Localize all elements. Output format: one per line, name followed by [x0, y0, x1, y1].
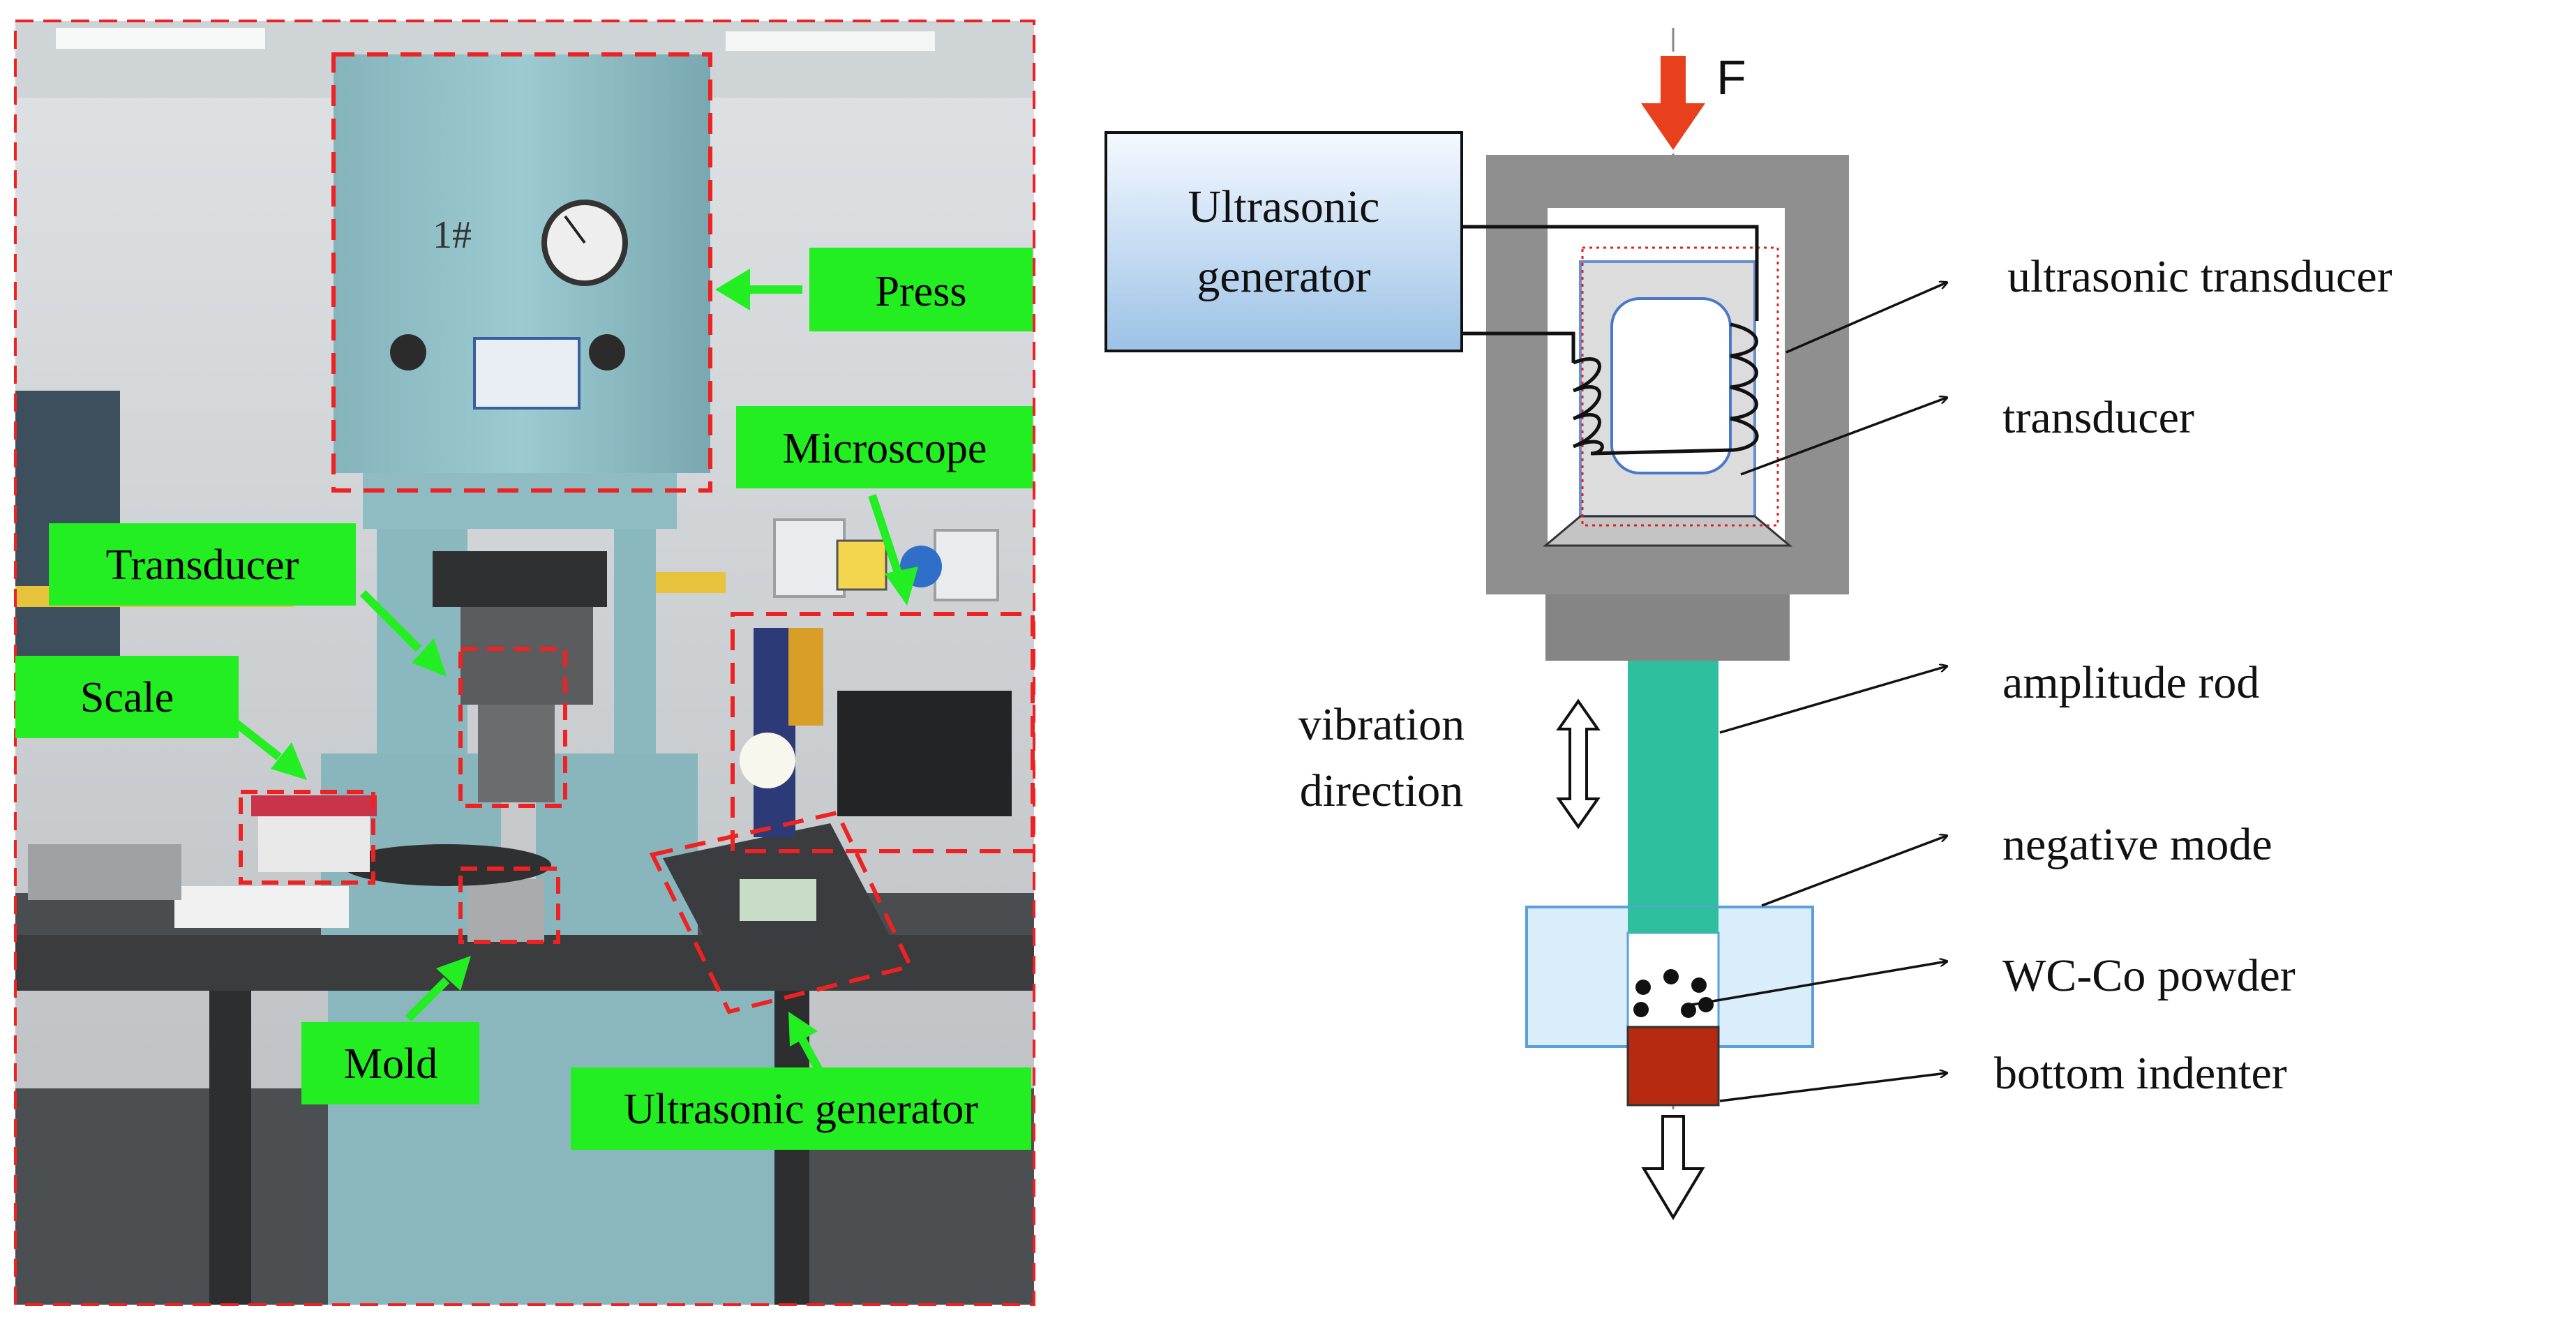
- transducer-label-text: Transducer: [106, 541, 299, 589]
- leader-negative-mode: [1761, 836, 1947, 907]
- output-arrow: [1641, 1115, 1705, 1220]
- press-label-text: Press: [876, 268, 967, 315]
- press-ram-plate: [433, 551, 607, 607]
- force-arrow-shaft: [1661, 56, 1686, 105]
- callout-bottom-indenter: bottom indenter: [1994, 1048, 2287, 1099]
- warning-sign: [836, 539, 888, 591]
- press-dashed-box: [331, 52, 712, 493]
- scale-arrowhead: [271, 742, 307, 780]
- ultrasonic-generator-label: Ultrasonic generator: [571, 1067, 1031, 1150]
- ultrasonic-generator-label-text: Ultrasonic generator: [624, 1086, 978, 1133]
- booster-block: [1545, 594, 1790, 661]
- coil-bottom-wire: [1590, 448, 1735, 456]
- bottom-indenter: [1626, 1026, 1720, 1107]
- coil-left: [1573, 357, 1604, 456]
- steel-tray: [28, 844, 181, 900]
- transducer-body: [478, 705, 555, 802]
- mold-arrowhead: [436, 956, 471, 991]
- leader-amplitude-rod: [1719, 666, 1947, 734]
- wall-window-2: [934, 529, 999, 601]
- vibration-label-line1: vibration: [1298, 699, 1465, 750]
- leader-ultrasonic-transducer: [1785, 283, 1947, 354]
- leader-powder: [1691, 961, 1947, 1006]
- scale-label: Scale: [15, 656, 239, 738]
- press-knob-2: [589, 334, 625, 370]
- ceiling-light: [56, 28, 265, 49]
- generator-dashed-box: [649, 810, 914, 1014]
- scale-device: [258, 809, 370, 872]
- yellow-rail-2: [649, 572, 726, 593]
- mold-label-text: Mold: [344, 1040, 437, 1088]
- force-label: F: [1716, 50, 1746, 105]
- force-arrowhead: [1641, 103, 1705, 150]
- amplitude-rod: [1628, 661, 1718, 933]
- amplitude-rod-tip: [1628, 907, 1718, 933]
- leader-bottom-indenter: [1719, 1073, 1947, 1102]
- press-marking: 1#: [433, 213, 472, 257]
- callout-transducer: transducer: [2002, 392, 2194, 443]
- mold-dashed-box: [458, 867, 560, 944]
- ultrasonic-generator-box: [1104, 131, 1463, 352]
- monitor: [837, 691, 1012, 816]
- coil-right: [1730, 322, 1759, 452]
- generator-wire-top: [1448, 225, 1759, 321]
- mold-arrow: [405, 977, 450, 1022]
- press-arrowhead: [715, 269, 750, 310]
- callout-lines: [1691, 283, 1947, 1102]
- press-body: [334, 54, 710, 473]
- workbench-leg: [209, 991, 251, 1305]
- microscope-dashed-box: [731, 612, 1035, 853]
- wall-window: [773, 518, 846, 598]
- callout-powder: WC-Co powder: [2002, 950, 2296, 1001]
- transducer-label: Transducer: [49, 523, 356, 606]
- microscope-head: [788, 628, 823, 726]
- green-arrows: [227, 269, 918, 1080]
- gauge-needle: [564, 215, 586, 244]
- base-plate: [342, 844, 551, 886]
- photo-panel: 1#: [14, 20, 1035, 1306]
- microscope-label: Microscope: [736, 406, 1033, 488]
- callout-ultrasonic-transducer: ultrasonic transducer: [2007, 251, 2392, 302]
- transducer-arrowhead: [412, 638, 447, 677]
- leader-transducer: [1740, 398, 1947, 476]
- scale-dashed-box: [239, 790, 375, 885]
- microscope-light: [740, 733, 795, 788]
- press-label: Press: [809, 248, 1033, 331]
- schematic-panel: F Ultrasonic generator: [1104, 28, 2392, 1220]
- microscope-label-text: Microscope: [783, 425, 987, 472]
- callout-negative-mode: negative mode: [2002, 819, 2272, 870]
- transducer-housing: [460, 607, 593, 705]
- vibration-label-line2: direction: [1300, 765, 1464, 816]
- generator-box-line1: Ultrasonic: [1188, 181, 1380, 232]
- press-knob: [390, 334, 426, 370]
- generator-arrowhead: [788, 1012, 818, 1047]
- red-dotted-outline: [1581, 246, 1779, 527]
- generator-screen: [740, 879, 816, 921]
- mold-label: Mold: [301, 1022, 479, 1104]
- generator-box-line2: generator: [1197, 251, 1370, 302]
- paper-sheets: [174, 886, 349, 928]
- transducer-base: [1542, 515, 1793, 547]
- scale-top: [251, 795, 377, 816]
- ceiling-light-2: [726, 31, 935, 51]
- generator-wire-bottom: [1448, 331, 1575, 363]
- microscope-arrow: [868, 494, 904, 580]
- press-column: [363, 473, 677, 529]
- press-nameplate: [473, 337, 581, 410]
- transducer-arrow: [359, 590, 422, 652]
- scale-label-text: Scale: [80, 674, 174, 721]
- vibration-arrow: [1556, 698, 1601, 830]
- mold-block: [467, 879, 544, 942]
- callout-amplitude-rod: amplitude rod: [2002, 657, 2259, 708]
- transducer-core: [1610, 297, 1732, 474]
- microscope-arrowhead: [885, 567, 918, 606]
